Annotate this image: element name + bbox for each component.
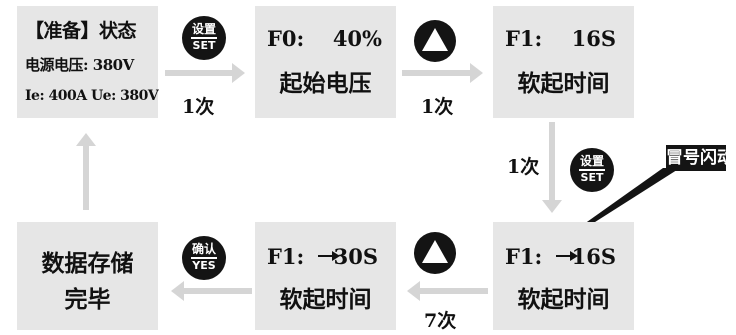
confirm-button-label: 确认 [191, 242, 216, 256]
confirm-button-sublabel: YES [192, 259, 216, 272]
count-edit-to-30: 7次 [424, 310, 457, 332]
colon-blink-callout: 冒号闪动 [666, 145, 734, 171]
f1-edit-16-name: 软起时间 [517, 286, 610, 313]
set-button-2-divider [579, 169, 605, 171]
save-complete-box: 数据存储 完毕 [17, 222, 158, 330]
f1-edit-30-value: 30S [333, 244, 378, 269]
set-button-label: 设置 [191, 22, 216, 36]
f0-state-box: F0: 40% 起始电压 [255, 6, 396, 118]
save-line-1: 数据存储 [41, 250, 134, 277]
f0-code: F0: [267, 26, 305, 51]
arrow-edit-to-30 [407, 281, 488, 301]
arrow-f0-to-f1 [402, 63, 483, 83]
supply-voltage-line: 电源电压: 380V [25, 56, 134, 74]
f0-value: 40% [332, 26, 382, 51]
up-button-2[interactable] [414, 232, 456, 274]
count-f0-to-f1: 1次 [421, 96, 454, 118]
set-button-sublabel: SET [192, 39, 216, 52]
rated-values-line: Ie: 400A Ue: 380V [25, 88, 159, 104]
arrow-ready-to-f0 [165, 63, 245, 83]
set-button[interactable]: 设置 SET [182, 16, 226, 60]
f1-edit-16-code: F1: [505, 244, 543, 269]
up-triangle-icon [422, 240, 448, 263]
f1-state-box: F1: 16S 软起时间 [493, 6, 634, 118]
ready-state-box: 【准备】状态 电源电压: 380V Ie: 400A Ue: 380V [17, 6, 159, 118]
arrow-30-to-save [171, 281, 252, 301]
arrow-save-to-ready [76, 133, 96, 210]
f1-edit-16-box: F1: 16S 软起时间 [493, 222, 634, 330]
arrow-f1-to-edit [542, 122, 562, 213]
f1-edit-30-name: 软起时间 [279, 286, 372, 313]
count-ready-to-f0: 1次 [182, 96, 215, 118]
f1-edit-16-value: 16S [571, 244, 616, 269]
set-button-divider [191, 37, 217, 39]
ready-state-title: 【准备】状态 [25, 20, 137, 42]
confirm-button[interactable]: 确认 YES [182, 236, 226, 280]
f1-code: F1: [505, 26, 543, 51]
set-button-2[interactable]: 设置 SET [570, 148, 614, 192]
right-arrow-icon [556, 248, 578, 267]
save-line-2: 完毕 [64, 286, 111, 313]
count-f1-to-edit: 1次 [507, 156, 540, 178]
f1-name: 软起时间 [517, 70, 610, 97]
right-arrow-icon [318, 248, 340, 267]
f1-edit-30-code: F1: [267, 244, 305, 269]
f1-edit-30-box: F1: 30S 软起时间 [255, 222, 396, 330]
up-triangle-icon [422, 28, 448, 51]
f1-value: 16S [571, 26, 616, 51]
callout-pointer [570, 168, 680, 236]
set-button-2-label: 设置 [579, 154, 604, 168]
f0-name: 起始电压 [279, 70, 372, 97]
set-button-2-sublabel: SET [580, 171, 604, 184]
up-button[interactable] [414, 20, 456, 62]
confirm-button-divider [191, 257, 217, 259]
